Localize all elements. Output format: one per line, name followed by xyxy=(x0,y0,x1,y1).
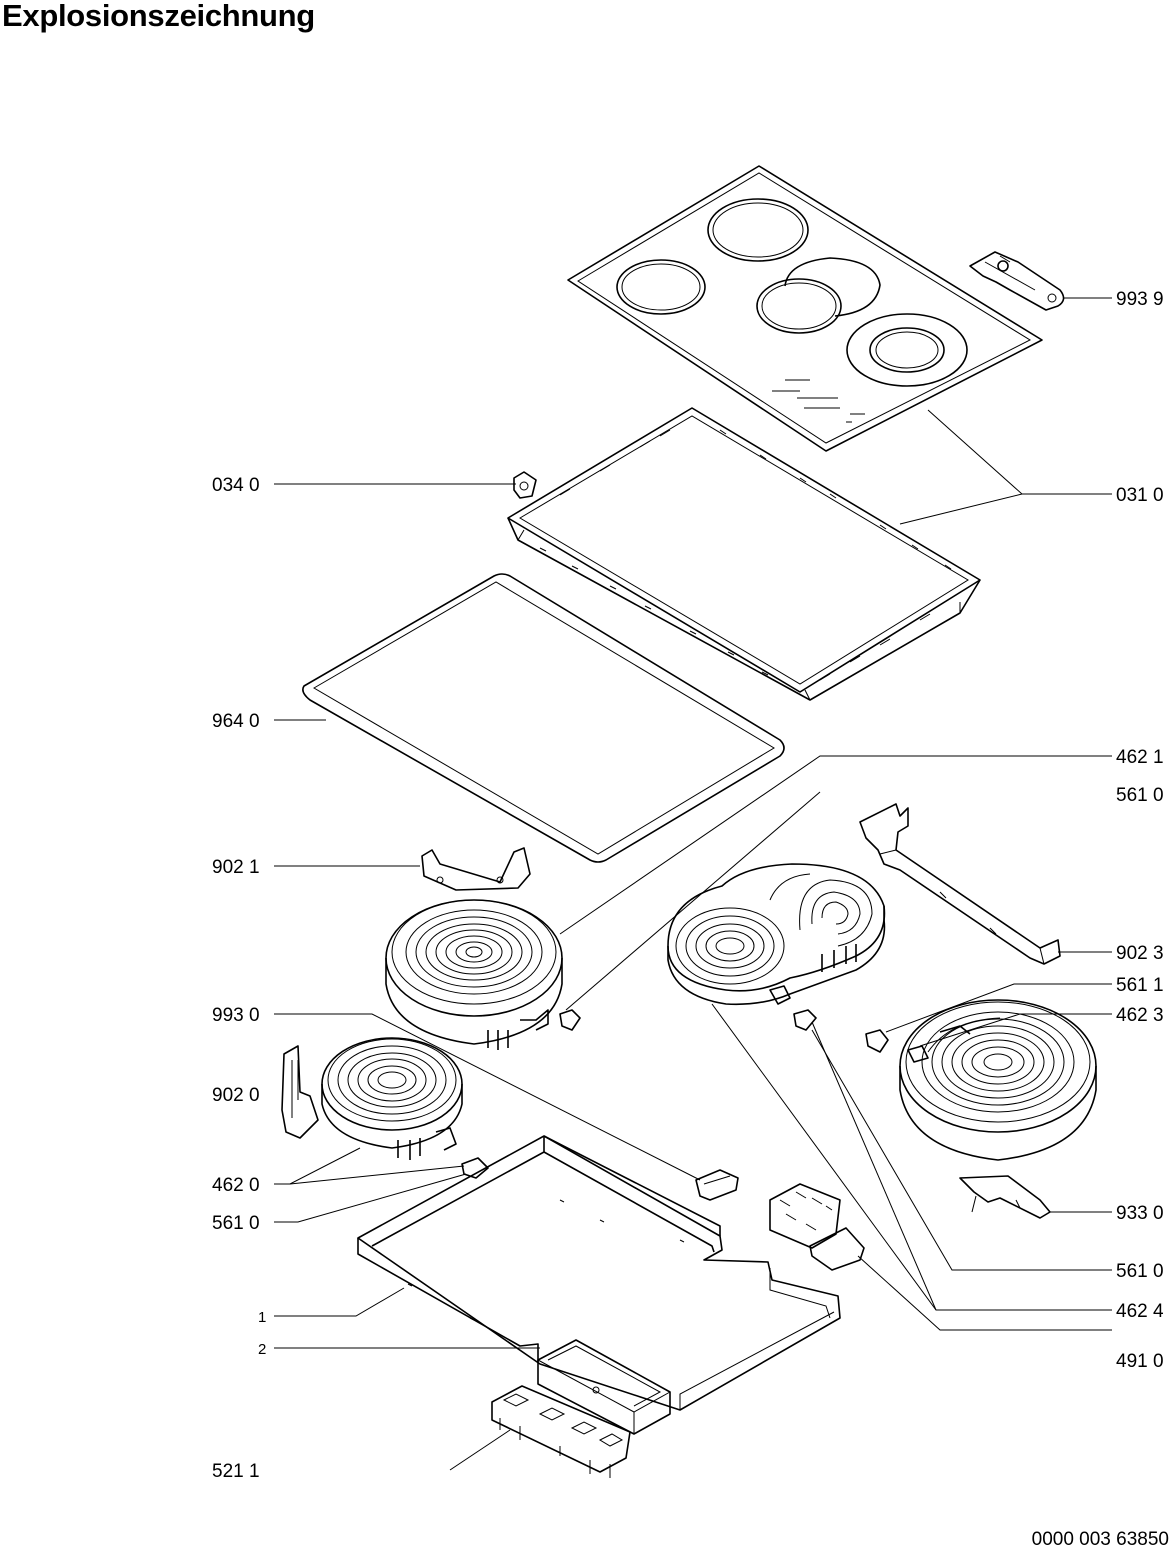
label-462-4: 462 4 xyxy=(1116,1301,1164,1322)
radiant-heater-right xyxy=(865,999,1097,1161)
label-031-0: 031 0 xyxy=(1116,485,1164,506)
label-933-0: 933 0 xyxy=(1116,1203,1164,1224)
dual-zone-heater xyxy=(667,863,886,1031)
label-993-9: 993 9 xyxy=(1116,289,1164,310)
document-number: 0000 003 63850 xyxy=(1031,1529,1169,1550)
sensor-933-0 xyxy=(959,1175,1051,1219)
label-561-1: 561 1 xyxy=(1116,975,1164,996)
radiant-heater-left xyxy=(385,899,581,1050)
clip-993-0 xyxy=(695,1169,739,1201)
label-462-0: 462 0 xyxy=(212,1175,260,1196)
clip-034-0 xyxy=(513,471,537,499)
radiant-heater-small xyxy=(321,1037,489,1179)
glass-ceramic-top xyxy=(567,165,1043,452)
label-462-3: 462 3 xyxy=(1116,1005,1164,1026)
leader-lines xyxy=(274,297,1112,1471)
label-964-0: 964 0 xyxy=(212,711,260,732)
terminal-box xyxy=(537,1339,671,1435)
label-462-1: 462 1 xyxy=(1116,747,1164,768)
switch-module xyxy=(769,1183,865,1271)
label-491-0: 491 0 xyxy=(1116,1351,1164,1372)
label-902-3: 902 3 xyxy=(1116,943,1164,964)
label-2: 2 xyxy=(258,1341,266,1358)
hob-frame xyxy=(507,407,981,701)
label-034-0: 034 0 xyxy=(212,475,260,496)
label-561-0-c: 561 0 xyxy=(1116,1261,1164,1282)
control-board xyxy=(491,1385,631,1478)
page-title: Explosionszeichnung xyxy=(2,0,315,33)
part-labels: 993 9 034 0 031 0 964 0 462 1 561 0 902 … xyxy=(212,289,1164,1482)
bracket-902-3 xyxy=(859,803,1061,965)
label-521-1: 521 1 xyxy=(212,1461,260,1482)
bracket-902-1 xyxy=(421,847,531,891)
label-902-0: 902 0 xyxy=(212,1085,260,1106)
bottom-tray xyxy=(357,1135,841,1411)
label-561-0-a: 561 0 xyxy=(1116,785,1164,806)
bracket-993-9 xyxy=(969,251,1065,311)
label-902-1: 902 1 xyxy=(212,857,260,878)
seal-gasket-964-0 xyxy=(302,573,785,863)
label-993-0: 993 0 xyxy=(212,1005,260,1026)
bracket-902-0 xyxy=(281,1045,319,1139)
label-561-0-b: 561 0 xyxy=(212,1213,260,1234)
label-1: 1 xyxy=(258,1309,266,1326)
